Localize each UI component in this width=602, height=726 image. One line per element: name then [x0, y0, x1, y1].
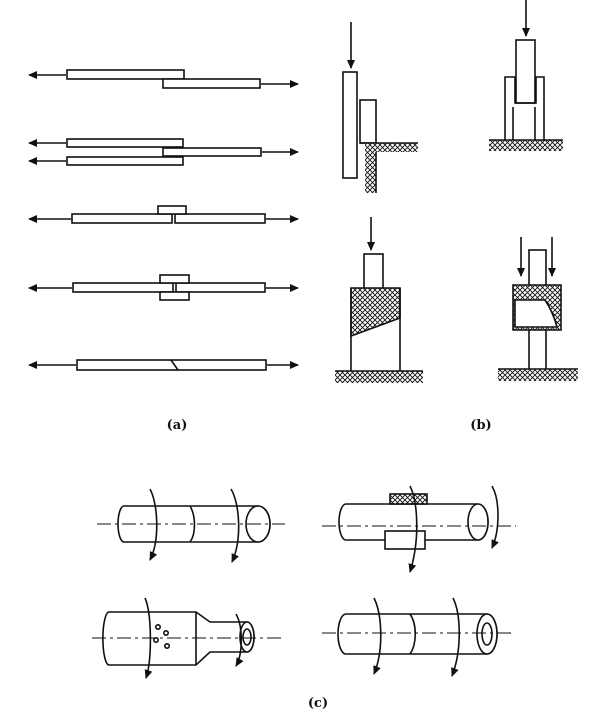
caption-c: (c)	[307, 696, 329, 711]
plunger-in-u-holder	[489, 0, 563, 151]
panel-c	[92, 485, 516, 679]
solid-shaft	[97, 488, 285, 563]
caption-b: (b)	[470, 418, 492, 433]
bearing-bar-on-block	[342, 22, 418, 193]
keyed-shaft	[322, 485, 516, 573]
caption-a: (a)	[166, 418, 188, 433]
shear-block-curved	[498, 237, 578, 381]
butt-joint-single-cover	[28, 205, 299, 224]
panel-b	[335, 0, 578, 383]
punch-in-socket	[335, 217, 423, 383]
panel-a	[28, 69, 299, 371]
stepped-shaft	[92, 597, 284, 679]
lap-joint-double	[28, 138, 299, 166]
scarf-joint-plate	[28, 359, 299, 371]
lap-joint-single	[28, 69, 299, 89]
butt-joint-double-cover	[28, 274, 299, 301]
hollow-shaft	[322, 597, 514, 677]
